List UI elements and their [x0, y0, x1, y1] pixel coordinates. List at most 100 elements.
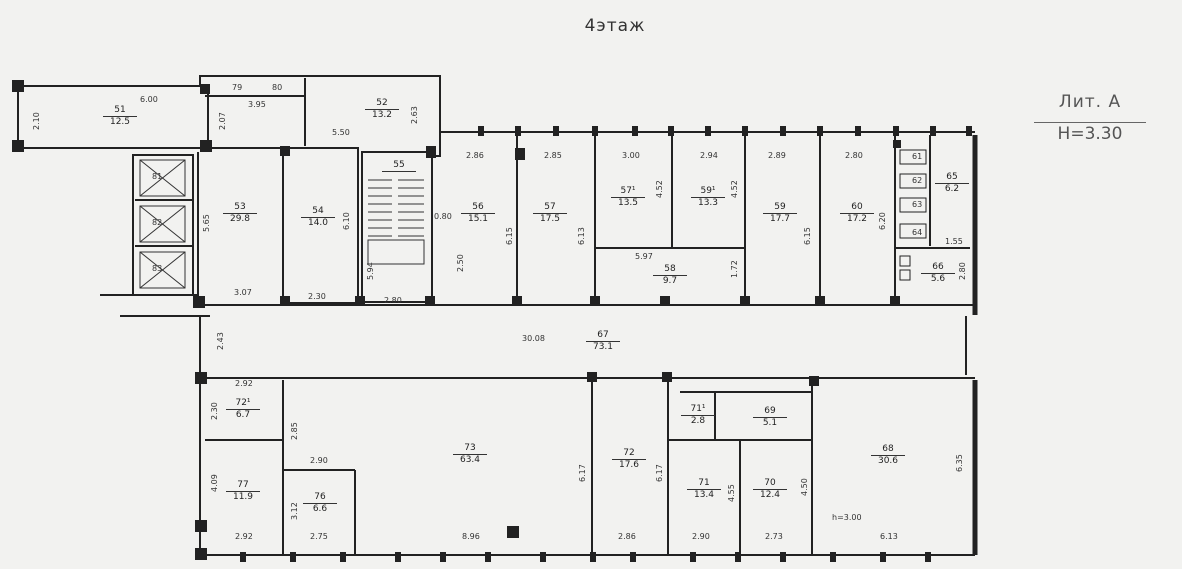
dim-18: 3.00: [622, 151, 640, 160]
literal-stamp: Лит. А Н=3.30: [1034, 92, 1146, 152]
dim-41: 6.17: [578, 464, 587, 482]
dim-23: 1.72: [730, 260, 739, 278]
elevator-crosses: [139, 159, 186, 289]
dim-22: 5.97: [635, 252, 653, 261]
dim-13: 2.50: [456, 254, 465, 272]
dim-19: 4.52: [655, 180, 664, 198]
dim-36: 2.90: [310, 456, 328, 465]
label-80: 80: [272, 83, 283, 92]
dim-31: 2.43: [216, 332, 225, 350]
window-ticks: [240, 126, 972, 562]
dim-43: 6.17: [655, 464, 664, 482]
columns: [12, 80, 901, 560]
dim-6: 5.65: [202, 214, 211, 232]
dim-8: 6.10: [342, 212, 351, 230]
dim-5: 2.63: [410, 106, 419, 124]
dim-42: 2.86: [618, 532, 636, 541]
dim-0: 6.00: [140, 95, 158, 104]
label-82: 82: [152, 218, 163, 227]
dim-11: 2.80: [384, 296, 402, 305]
upper-block-wall: [199, 75, 441, 157]
label-81: 81: [152, 172, 163, 181]
label-64: 64: [912, 228, 923, 237]
dim-3: 2.07: [218, 112, 227, 130]
dim-47: 4.50: [800, 478, 809, 496]
wall-53-left: [100, 152, 199, 296]
dim-14: 2.86: [466, 151, 484, 160]
literal-name: Лит. А: [1058, 92, 1122, 112]
room-51-walls: [17, 85, 209, 149]
dim-26: 2.80: [845, 151, 863, 160]
dim-32: 2.92: [235, 379, 253, 388]
room-55: 55: [382, 160, 416, 172]
dim-49: 6.13: [880, 532, 898, 541]
dim-2: 3.95: [248, 100, 266, 109]
stair-55-walls: [361, 151, 433, 303]
dim-30: 30.08: [522, 334, 545, 343]
dim-29: 2.80: [958, 262, 967, 280]
dim-35: 4.09: [210, 474, 219, 492]
dim-15: 6.15: [505, 227, 514, 245]
stair-treads: [367, 179, 425, 265]
literal-height: Н=3.30: [1057, 124, 1123, 144]
dim-21: 4.52: [730, 180, 739, 198]
dim-4: 5.50: [332, 128, 350, 137]
dim-40: 8.96: [462, 532, 480, 541]
literal-divider: [1034, 122, 1146, 123]
dim-37: 3.12: [290, 502, 299, 520]
label-61: 61: [912, 152, 923, 161]
room-54-walls: [282, 147, 359, 304]
dim-1: 2.10: [32, 112, 41, 130]
label-63: 63: [912, 200, 923, 209]
label-62: 62: [912, 176, 923, 185]
dim-12: 0.80: [434, 212, 452, 221]
floor-title: 4этаж: [584, 16, 646, 36]
dim-7: 3.07: [234, 288, 252, 297]
label-79: 79: [232, 83, 243, 92]
dim-48: 6.35: [955, 454, 964, 472]
dim-24: 2.89: [768, 151, 786, 160]
dim-45: 4.55: [727, 484, 736, 502]
dim-20: 2.94: [700, 151, 718, 160]
dim-9: 2.30: [308, 292, 326, 301]
dim-27: 6.20: [878, 212, 887, 230]
room-68-height-note: h=3.00: [832, 513, 862, 522]
dim-44: 2.90: [692, 532, 710, 541]
dim-46: 2.73: [765, 532, 783, 541]
dim-17: 6.13: [577, 227, 586, 245]
dim-33: 2.30: [210, 402, 219, 420]
label-83: 83: [152, 264, 163, 273]
dim-34: 2.85: [290, 422, 299, 440]
dim-10: 5.94: [366, 262, 375, 280]
dim-39: 2.75: [310, 532, 328, 541]
wc-fixtures: [899, 149, 927, 281]
dim-16: 2.85: [544, 151, 562, 160]
dim-28: 1.55: [945, 237, 963, 246]
dim-25: 6.15: [803, 227, 812, 245]
